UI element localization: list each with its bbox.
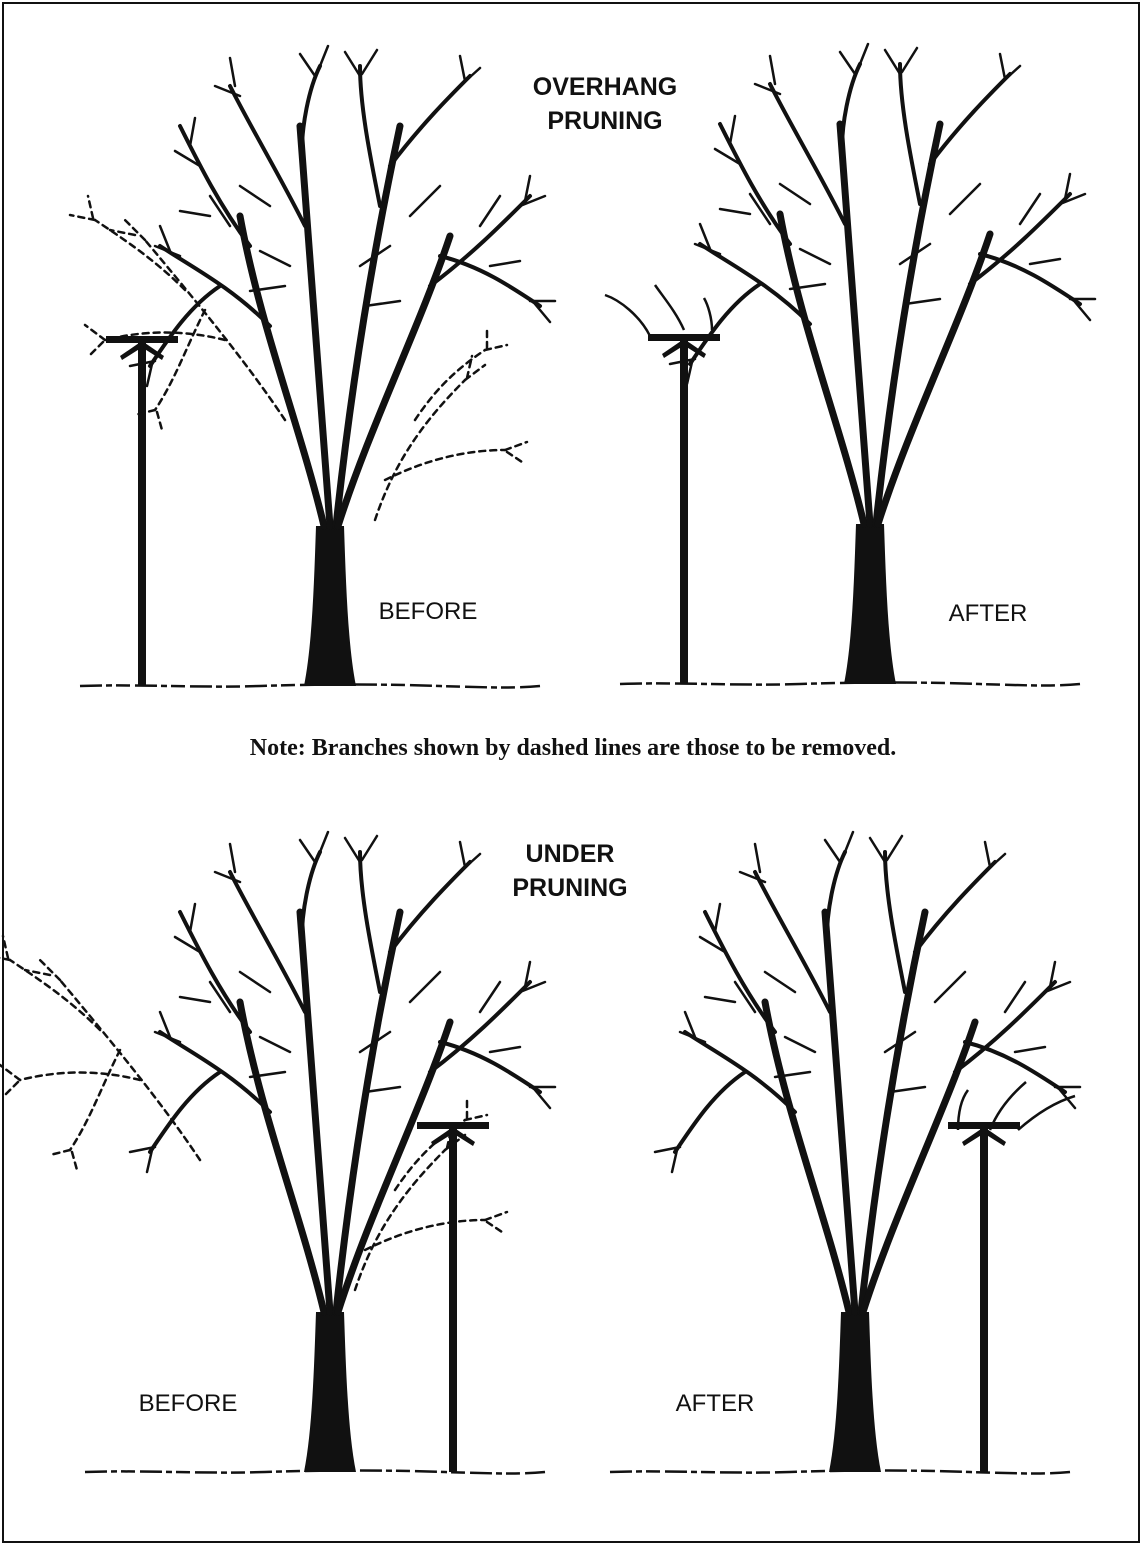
dashed-branches-removed xyxy=(375,326,527,520)
under-title-line2: PRUNING xyxy=(470,871,670,905)
dashed-branches-removed xyxy=(0,936,200,1170)
under-after-label: AFTER xyxy=(655,1390,775,1418)
under-before-label: BEFORE xyxy=(128,1390,248,1418)
power-lines xyxy=(605,285,712,336)
under-title-line1: UNDER xyxy=(470,837,670,871)
overhang-title-line2: PRUNING xyxy=(500,104,710,138)
tree-before-overhang xyxy=(130,46,555,686)
under-title: UNDER PRUNING xyxy=(470,837,670,905)
overhang-title: OVERHANG PRUNING xyxy=(500,70,710,138)
utility-pole xyxy=(948,1122,1020,1472)
overhang-before-label: BEFORE xyxy=(368,598,488,626)
overhang-after-label: AFTER xyxy=(928,600,1048,628)
utility-pole xyxy=(417,1122,489,1472)
note-text: Note: Branches shown by dashed lines are… xyxy=(0,735,1146,762)
tree-after-overhang xyxy=(670,44,1095,684)
overhang-title-line1: OVERHANG xyxy=(500,70,710,104)
dashed-branches-removed xyxy=(70,196,285,430)
tree-after-under xyxy=(655,832,1080,1472)
utility-pole xyxy=(648,334,720,684)
